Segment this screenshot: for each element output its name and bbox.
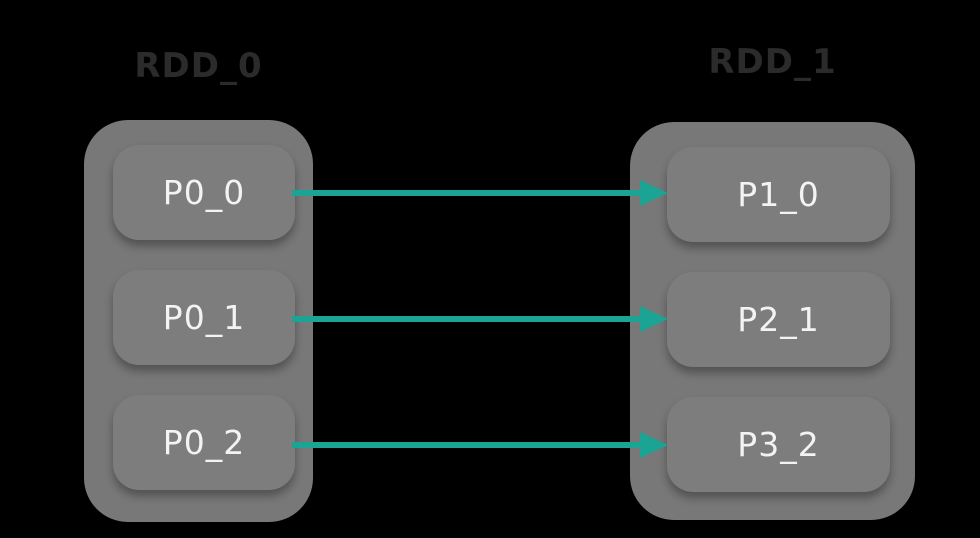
- rdd0-container: P0_0 P0_1 P0_2: [84, 120, 313, 522]
- partition-p0_2: P0_2: [113, 395, 295, 490]
- arrow-p0_1-to-p2_1: [292, 306, 668, 332]
- rdd1-title: RDD_1: [708, 42, 837, 82]
- rdd0-title: RDD_0: [134, 46, 263, 86]
- partition-p0_1: P0_1: [113, 270, 295, 365]
- arrow-p0_0-to-p1_0: [292, 180, 668, 206]
- partition-p2_1: P2_1: [667, 272, 890, 367]
- partition-p1_0: P1_0: [667, 147, 890, 242]
- partition-p0_0: P0_0: [113, 145, 295, 240]
- arrow-p0_2-to-p3_2: [292, 432, 668, 458]
- rdd1-container: P1_0 P2_1 P3_2: [630, 122, 915, 520]
- partition-p3_2: P3_2: [667, 397, 890, 492]
